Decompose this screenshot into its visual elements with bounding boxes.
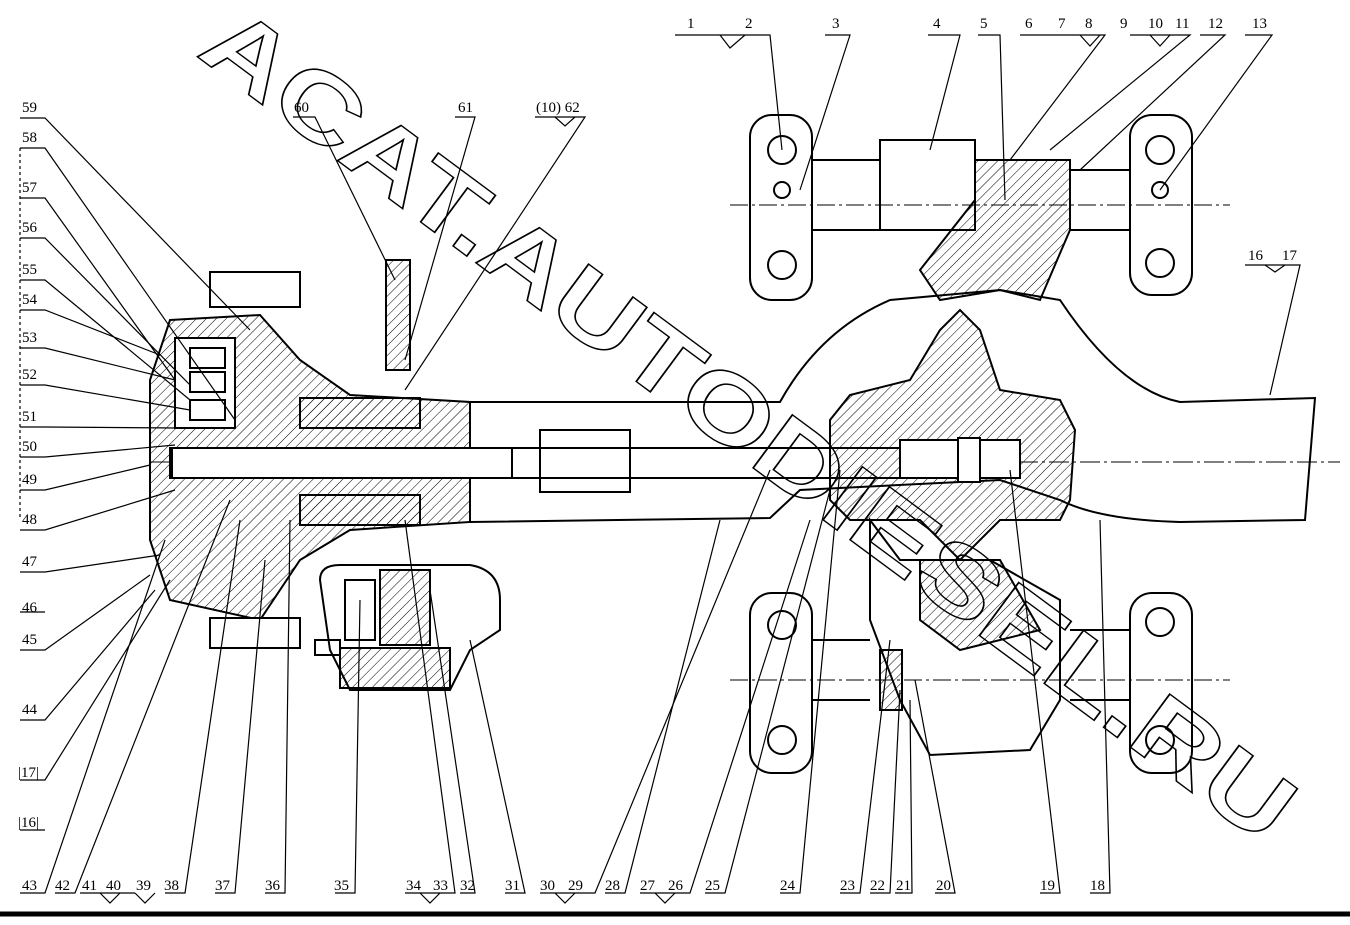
callout-9: 9 <box>1120 16 1128 32</box>
callout-8: 8 <box>1085 16 1093 32</box>
callout-17-boxed: |17| <box>18 765 39 781</box>
callout-22: 22 <box>870 878 885 894</box>
callout-25: 25 <box>705 878 720 894</box>
callout-13: 13 <box>1252 16 1267 32</box>
callout-40: 40 <box>106 878 121 894</box>
callout-10: 10 <box>1148 16 1163 32</box>
brake-drum <box>314 564 501 691</box>
callout-33: 33 <box>433 878 448 894</box>
callouts-bottom: 43 42 41 40 39 38 37 36 35 34 33 32 31 3… <box>22 878 1105 894</box>
callout-35: 35 <box>334 878 349 894</box>
callout-10-62: (10) 62 <box>536 100 580 116</box>
callout-30: 30 <box>540 878 555 894</box>
callout-37: 37 <box>215 878 231 894</box>
callout-31: 31 <box>505 878 520 894</box>
callouts-left: 59 58 57 56 55 54 53 52 51 50 49 48 47 4… <box>18 100 39 831</box>
callout-39: 39 <box>136 878 151 894</box>
top-spring-seat <box>730 114 1230 302</box>
callout-52: 52 <box>22 367 37 383</box>
callout-29: 29 <box>568 878 583 894</box>
callout-36: 36 <box>265 878 281 894</box>
callout-26: 26 <box>668 878 684 894</box>
callout-1: 1 <box>687 16 695 32</box>
callout-57: 57 <box>22 180 38 196</box>
callout-44: 44 <box>22 702 38 718</box>
callout-17: 17 <box>1282 248 1298 264</box>
callout-21: 21 <box>896 878 911 894</box>
callout-56: 56 <box>22 220 38 236</box>
callout-38: 38 <box>164 878 179 894</box>
bottom-spring-seat <box>730 592 1230 774</box>
callouts-top-center: 60 61 (10) 62 <box>294 100 580 116</box>
callout-18: 18 <box>1090 878 1105 894</box>
callout-34: 34 <box>406 878 422 894</box>
callout-50: 50 <box>22 439 37 455</box>
callout-51: 51 <box>22 409 37 425</box>
callout-6: 6 <box>1025 16 1033 32</box>
callout-28: 28 <box>605 878 620 894</box>
callout-43: 43 <box>22 878 37 894</box>
callout-4: 4 <box>933 16 941 32</box>
callout-55: 55 <box>22 262 37 278</box>
callout-5: 5 <box>980 16 988 32</box>
callout-23: 23 <box>840 878 855 894</box>
callout-53: 53 <box>22 330 37 346</box>
callout-11: 11 <box>1175 16 1189 32</box>
callout-7: 7 <box>1058 16 1066 32</box>
callout-16: 16 <box>1248 248 1264 264</box>
leader-lines <box>19 34 1301 904</box>
callout-47: 47 <box>22 554 38 570</box>
callout-3: 3 <box>832 16 840 32</box>
callout-42: 42 <box>55 878 70 894</box>
wheel-hub <box>149 259 513 649</box>
callout-27: 27 <box>640 878 656 894</box>
callout-48: 48 <box>22 512 37 528</box>
callout-20: 20 <box>936 878 951 894</box>
callout-16-boxed: |16| <box>18 815 39 831</box>
callouts-top: 1 2 3 4 5 6 7 8 9 10 11 12 13 <box>687 16 1267 32</box>
callout-49: 49 <box>22 472 37 488</box>
callout-58: 58 <box>22 130 37 146</box>
callout-59: 59 <box>22 100 37 116</box>
callout-61: 61 <box>458 100 473 116</box>
callout-60: 60 <box>294 100 309 116</box>
callout-46: 46 <box>22 600 38 616</box>
callout-54: 54 <box>22 292 38 308</box>
callout-12: 12 <box>1208 16 1223 32</box>
callout-41: 41 <box>82 878 97 894</box>
callout-45: 45 <box>22 632 37 648</box>
callout-19: 19 <box>1040 878 1055 894</box>
callout-2: 2 <box>745 16 753 32</box>
callout-24: 24 <box>780 878 796 894</box>
callouts-right: 16 17 <box>1248 248 1298 264</box>
callout-32: 32 <box>460 878 475 894</box>
